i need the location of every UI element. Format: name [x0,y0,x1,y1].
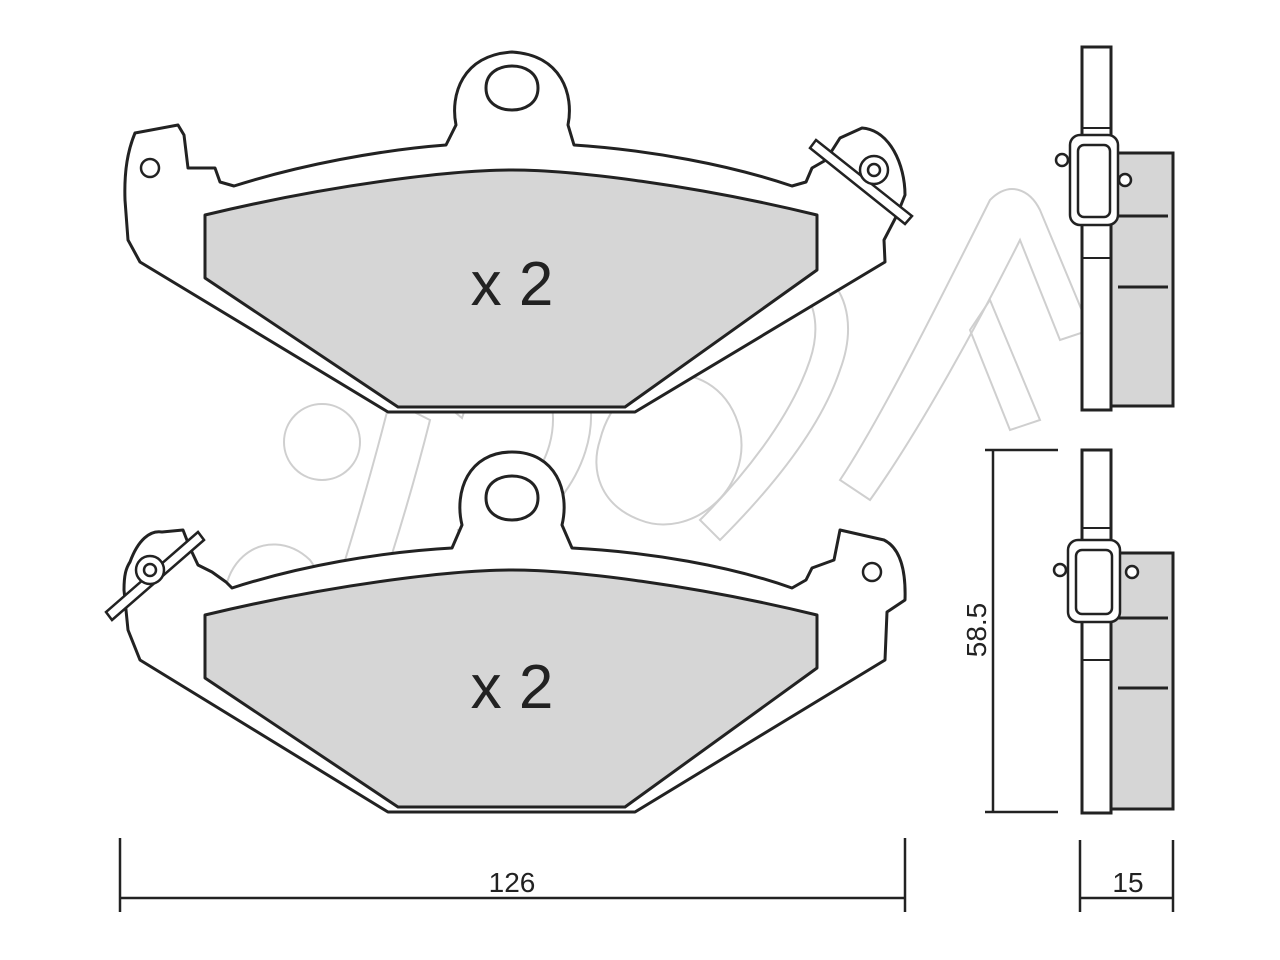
top-lug-hole [484,64,540,112]
bottom-pin-hole [861,561,883,583]
bottom-wear-clip [104,530,206,622]
bottom-brake-pad: x 2 [104,450,907,814]
top-quantity-label: x 2 [471,250,554,319]
top-wear-clip [808,138,914,226]
bottom-friction-material [203,568,819,809]
top-side-backing [1080,45,1113,412]
top-pin-hole [139,157,161,179]
top-brake-pad: x 2 [123,50,914,414]
bottom-quantity-label: x 2 [471,653,554,722]
bottom-side-friction [1109,551,1175,811]
width-dimension-label: 126 [489,867,536,898]
bottom-side-clip [1052,538,1140,624]
width-dimension [118,838,907,912]
bottom-lug-hole [484,474,540,522]
thickness-dimension-label: 15 [1112,867,1143,898]
thickness-dimension [1078,840,1175,912]
height-dimension [985,448,1058,814]
bottom-side-view [1052,448,1175,815]
top-side-view [1054,45,1175,412]
top-side-clip [1054,133,1133,227]
top-friction-material [203,168,819,409]
top-side-friction [1109,151,1175,408]
bottom-side-backing [1080,448,1113,815]
height-dimension-label: 58.5 [961,603,992,658]
